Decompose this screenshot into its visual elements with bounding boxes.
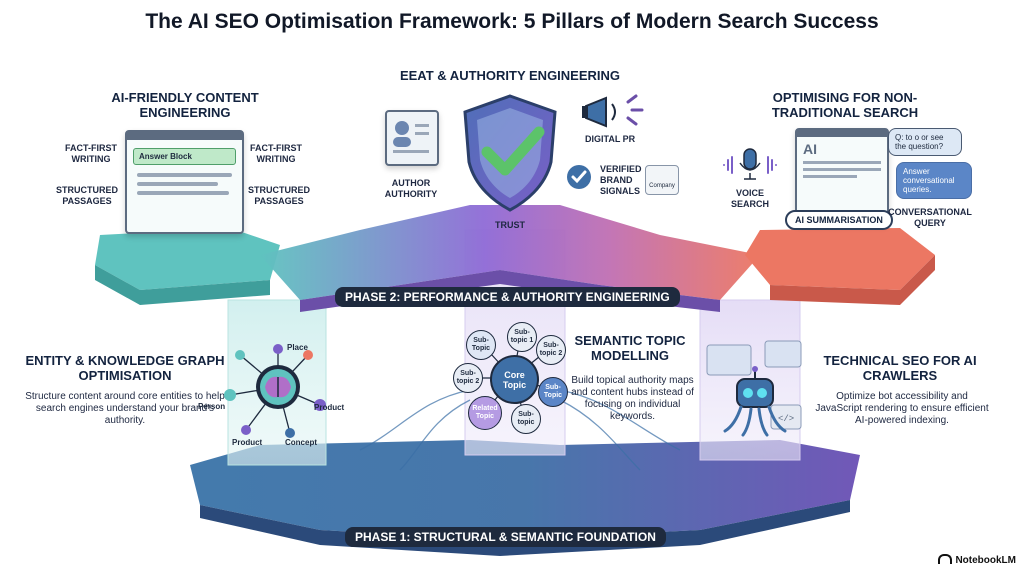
structured-passages-label-left: STRUCTURED PASSAGES — [56, 185, 118, 206]
entity-graph-description: Structure content around core entities t… — [25, 391, 225, 426]
svg-text:</>: </> — [778, 414, 794, 424]
entity-node-concept: Concept — [285, 438, 317, 447]
core-topic-node: Core Topic — [490, 355, 539, 404]
structured-passages-label-right: STRUCTURED PASSAGES — [248, 185, 310, 206]
subtopic-node-2: Sub-topic 1 — [507, 322, 537, 352]
answer-block: Answer Block — [133, 148, 236, 165]
content-document: Answer Block — [125, 130, 244, 234]
knowledge-graph — [224, 344, 326, 438]
trust-label: TRUST — [495, 220, 525, 230]
document-titlebar — [127, 132, 242, 140]
entity-node-person: Person — [198, 402, 226, 411]
author-authority-label: AUTHOR AUTHORITY — [384, 178, 438, 199]
fact-first-label-right: FACT-FIRST WRITING — [250, 143, 302, 164]
entity-graph-heading: ENTITY & KNOWLEDGE GRAPH OPTIMISATION — [25, 353, 225, 383]
digital-pr-label: DIGITAL PR — [585, 134, 636, 144]
subtopic-node-1: Sub-Topic — [466, 330, 496, 360]
brand-name: NotebookLM — [955, 555, 1016, 566]
author-card — [385, 110, 439, 166]
top-platform-center — [260, 205, 760, 300]
subtopic-node-4: Sub-topic 2 — [453, 363, 483, 393]
answer-bubble: Answer conversational queries. — [896, 162, 972, 199]
top-platform-right — [745, 228, 935, 290]
author-icon — [393, 121, 429, 153]
entity-node-product-bottom: Product — [232, 438, 263, 447]
foundation-platform — [190, 440, 860, 540]
phase-1-label: PHASE 1: STRUCTURAL & SEMANTIC FOUNDATIO… — [345, 527, 666, 547]
crawler-robot-icon: </> — [706, 340, 802, 437]
brand-watermark: NotebookLM — [938, 554, 1016, 566]
notebooklm-logo-icon — [938, 554, 953, 564]
verified-badge-icon — [567, 165, 591, 189]
microphone-icon — [723, 148, 777, 180]
semantic-topic-description: Build topical authority maps and content… — [571, 375, 694, 422]
megaphone-icon — [582, 94, 644, 128]
entity-node-place: Place — [287, 343, 308, 352]
subtopic-node-6: Sub-topic — [511, 404, 541, 434]
question-bubble: Q: to o or see the question? — [888, 128, 962, 156]
ai-summarisation-pill: AI SUMMARISATION — [785, 210, 893, 230]
eeat-heading: EEAT & AUTHORITY ENGINEERING — [399, 68, 621, 83]
technical-seo-description: Optimize bot accessibility and JavaScrip… — [815, 391, 989, 426]
subtopic-node-3: Sub-topic 2 — [536, 335, 566, 365]
semantic-topic-heading: SEMANTIC TOPIC MODELLING — [574, 333, 686, 363]
related-topic-node: Related Topic — [468, 396, 502, 430]
voice-search-label: VOICE SEARCH — [730, 188, 769, 209]
page-title: The AI SEO Optimisation Framework: 5 Pil… — [145, 10, 879, 33]
top-platform-left — [95, 228, 280, 290]
content-engineering-heading: AI-FRIENDLY CONTENT ENGINEERING — [111, 90, 259, 120]
ai-answer-document: AI — [795, 128, 889, 224]
entity-node-product-right: Product — [314, 403, 345, 412]
ai-mark: AI — [803, 141, 817, 157]
technical-seo-heading: TECHNICAL SEO FOR AI CRAWLERS — [823, 353, 977, 383]
fact-first-label-left: FACT-FIRST WRITING — [65, 143, 117, 164]
phase-2-label: PHASE 2: PERFORMANCE & AUTHORITY ENGINEE… — [335, 287, 680, 307]
verified-brand-signals-label: VERIFIED BRAND SIGNALS — [600, 164, 642, 196]
company-card: Company — [645, 165, 679, 195]
subtopic-node-5: Sub-Topic — [538, 377, 568, 407]
conversational-query-label: CONVERSATIONAL QUERY — [888, 207, 972, 228]
trust-shield-icon — [463, 94, 557, 212]
nontraditional-heading: OPTIMISING FOR NON-TRADITIONAL SEARCH — [771, 90, 919, 120]
